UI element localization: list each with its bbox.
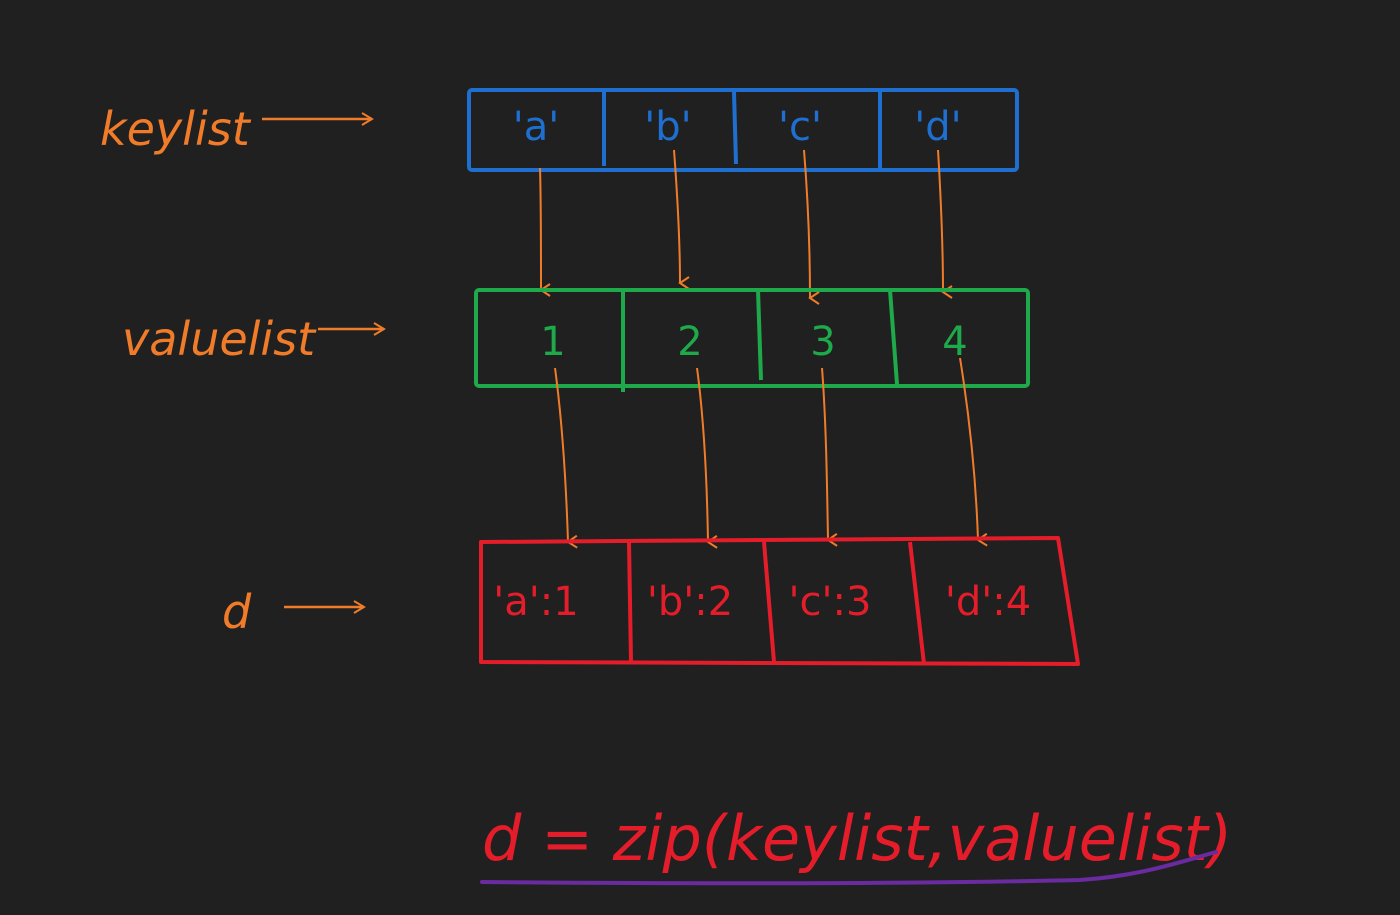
valuelist-cell: 1 — [540, 319, 565, 365]
d-cell: 'd':4 — [945, 579, 1031, 625]
valuelist-to-d-arrows — [554, 357, 988, 549]
d-array: 'a':1 'b':2 'c':3 'd':4 — [479, 536, 1080, 666]
keylist-label-group: keylist — [100, 102, 374, 156]
keylist-array: 'a' 'b' 'c' 'd' — [467, 88, 1019, 172]
keylist-cell: 'd' — [914, 104, 961, 150]
d-divider — [908, 541, 926, 665]
d-cell: 'a':1 — [493, 579, 578, 625]
d-label-group: d — [222, 585, 366, 639]
flow-arrow — [554, 367, 578, 549]
flow-arrow — [821, 367, 838, 547]
flow-arrow — [539, 167, 551, 297]
keylist-array-border — [467, 88, 1019, 172]
valuelist-label-group: valuelist — [122, 312, 386, 366]
valuelist-cell: 4 — [942, 319, 967, 365]
keylist-cell: 'b' — [644, 104, 691, 150]
valuelist-array-border — [474, 288, 1030, 388]
keylist-divider — [732, 91, 738, 165]
d-array-border — [479, 536, 1080, 666]
valuelist-divider — [888, 289, 899, 385]
valuelist-divider — [756, 289, 763, 381]
d-divider — [762, 541, 776, 663]
keylist-cell: 'c' — [778, 104, 822, 150]
d-cell: 'c':3 — [789, 579, 872, 625]
keylist-cell: 'a' — [513, 104, 560, 150]
flow-arrow — [696, 367, 718, 549]
flow-arrow — [673, 149, 690, 290]
formula-underline — [480, 850, 1218, 886]
flow-arrow — [937, 149, 953, 299]
keylist-label: keylist — [100, 102, 252, 156]
d-cell: 'b':2 — [647, 579, 733, 625]
flow-arrow — [959, 357, 988, 547]
formula-group: d = zip(keylist,valuelist) — [480, 802, 1232, 886]
valuelist-cell: 2 — [677, 319, 702, 365]
d-label: d — [222, 585, 252, 639]
zip-formula: d = zip(keylist,valuelist) — [482, 802, 1232, 875]
valuelist-label: valuelist — [122, 312, 317, 366]
valuelist-cell: 3 — [810, 319, 835, 365]
keylist-to-valuelist-arrows — [539, 149, 953, 305]
d-divider — [627, 541, 633, 663]
valuelist-array: 1 2 3 4 — [474, 288, 1030, 392]
flow-arrow — [803, 149, 820, 305]
